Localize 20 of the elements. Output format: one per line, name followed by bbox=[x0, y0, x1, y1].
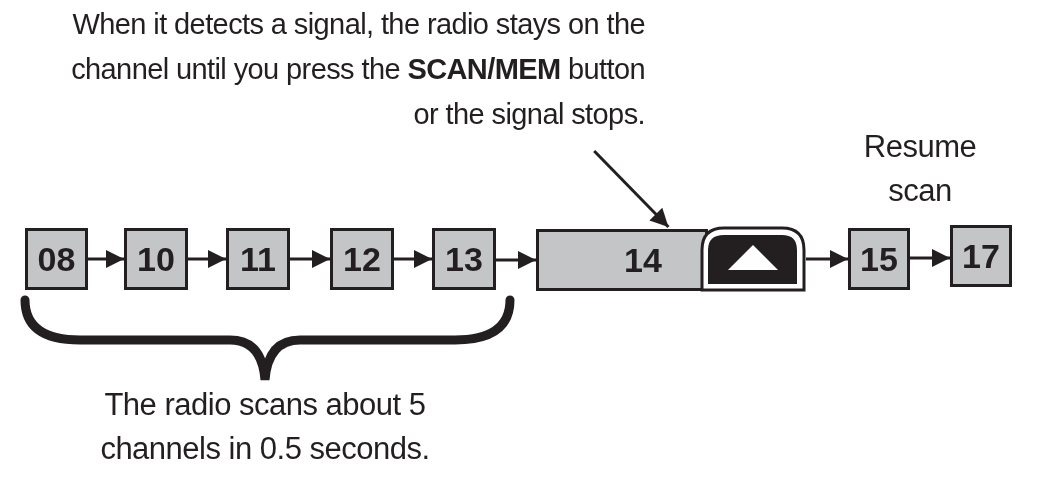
channel-box: 08 bbox=[25, 228, 88, 290]
channel-box: 11 bbox=[226, 228, 290, 290]
arrow bbox=[496, 251, 536, 269]
arrow bbox=[593, 149, 670, 229]
arrow bbox=[290, 250, 330, 268]
channel-box: 17 bbox=[950, 225, 1012, 287]
channel-box: 13 bbox=[432, 228, 496, 290]
arrow bbox=[88, 250, 124, 268]
up-button-icon bbox=[700, 226, 806, 292]
step-label: Resume scan bbox=[862, 128, 978, 210]
arrow bbox=[394, 250, 432, 268]
brace-caption: The radio scans about 5 channels in 0.5 seconds. bbox=[99, 386, 431, 468]
channel-box: 15 bbox=[848, 228, 910, 290]
channel-box: 14 bbox=[536, 229, 708, 291]
channel-box: 12 bbox=[330, 228, 394, 290]
channel-box: 10 bbox=[124, 228, 188, 290]
callout-text: When it detects a signal, the radio stays on the channel until you press the SCAN/MEM button or the signal stops. bbox=[70, 7, 645, 132]
arrow bbox=[188, 250, 226, 268]
arrow bbox=[910, 249, 950, 267]
arrow bbox=[806, 250, 848, 268]
